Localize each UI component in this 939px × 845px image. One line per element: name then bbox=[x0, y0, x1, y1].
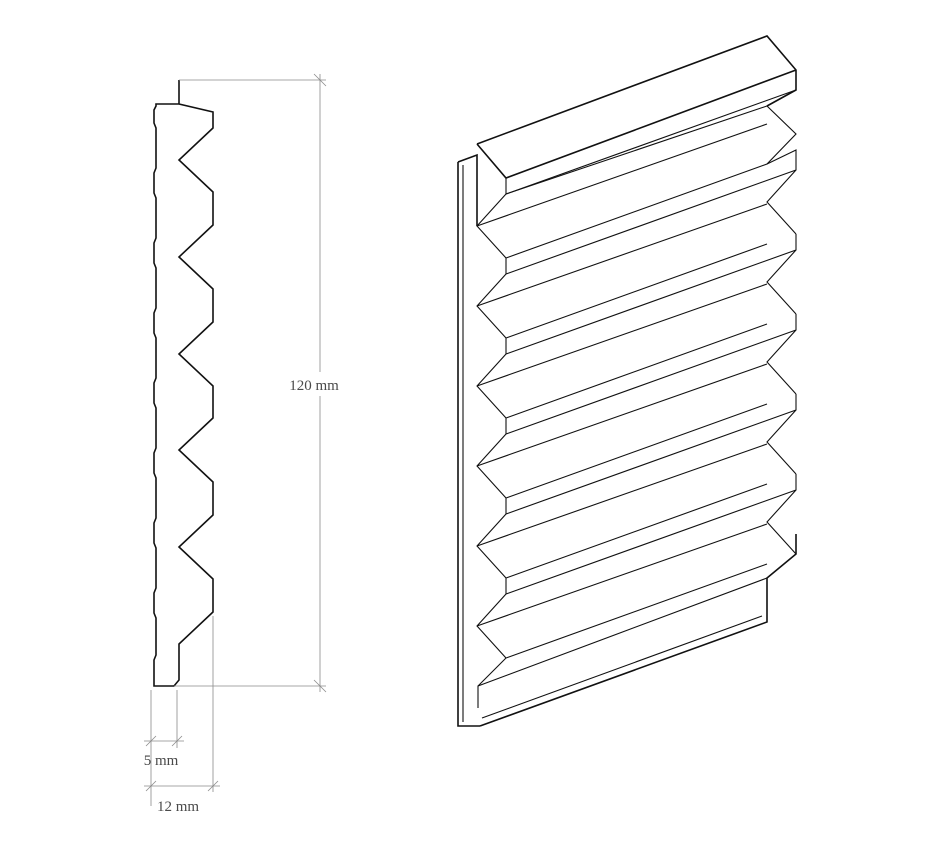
base-depth-label: 5 mm bbox=[144, 753, 179, 769]
base-depth-tick-right bbox=[171, 735, 183, 747]
panel-bottom-edge bbox=[479, 534, 797, 727]
rib-5 bbox=[476, 394, 797, 579]
panel-bottom-shadow bbox=[477, 577, 768, 719]
height-tick-top bbox=[313, 73, 327, 87]
rib-2 bbox=[476, 149, 797, 339]
height-label: 120 mm bbox=[289, 378, 339, 394]
isometric-panel bbox=[457, 35, 797, 727]
rib-4 bbox=[476, 314, 797, 499]
section-profile: 120 mm 5 mm 12 mm bbox=[144, 73, 339, 815]
total-depth-tick-right bbox=[207, 780, 219, 792]
rib-7 bbox=[477, 657, 507, 687]
total-depth-tick-left bbox=[145, 780, 157, 792]
base-depth-tick-left bbox=[145, 735, 157, 747]
panel-top-face-line bbox=[505, 89, 797, 195]
panel-back-board bbox=[457, 153, 480, 727]
height-tick-bottom bbox=[313, 679, 327, 693]
rib-1 bbox=[476, 89, 797, 259]
profile-outline bbox=[153, 80, 214, 687]
total-depth-label: 12 mm bbox=[157, 799, 199, 815]
rib-6 bbox=[476, 474, 797, 659]
rib-group bbox=[476, 89, 797, 687]
rib-3 bbox=[476, 234, 797, 419]
